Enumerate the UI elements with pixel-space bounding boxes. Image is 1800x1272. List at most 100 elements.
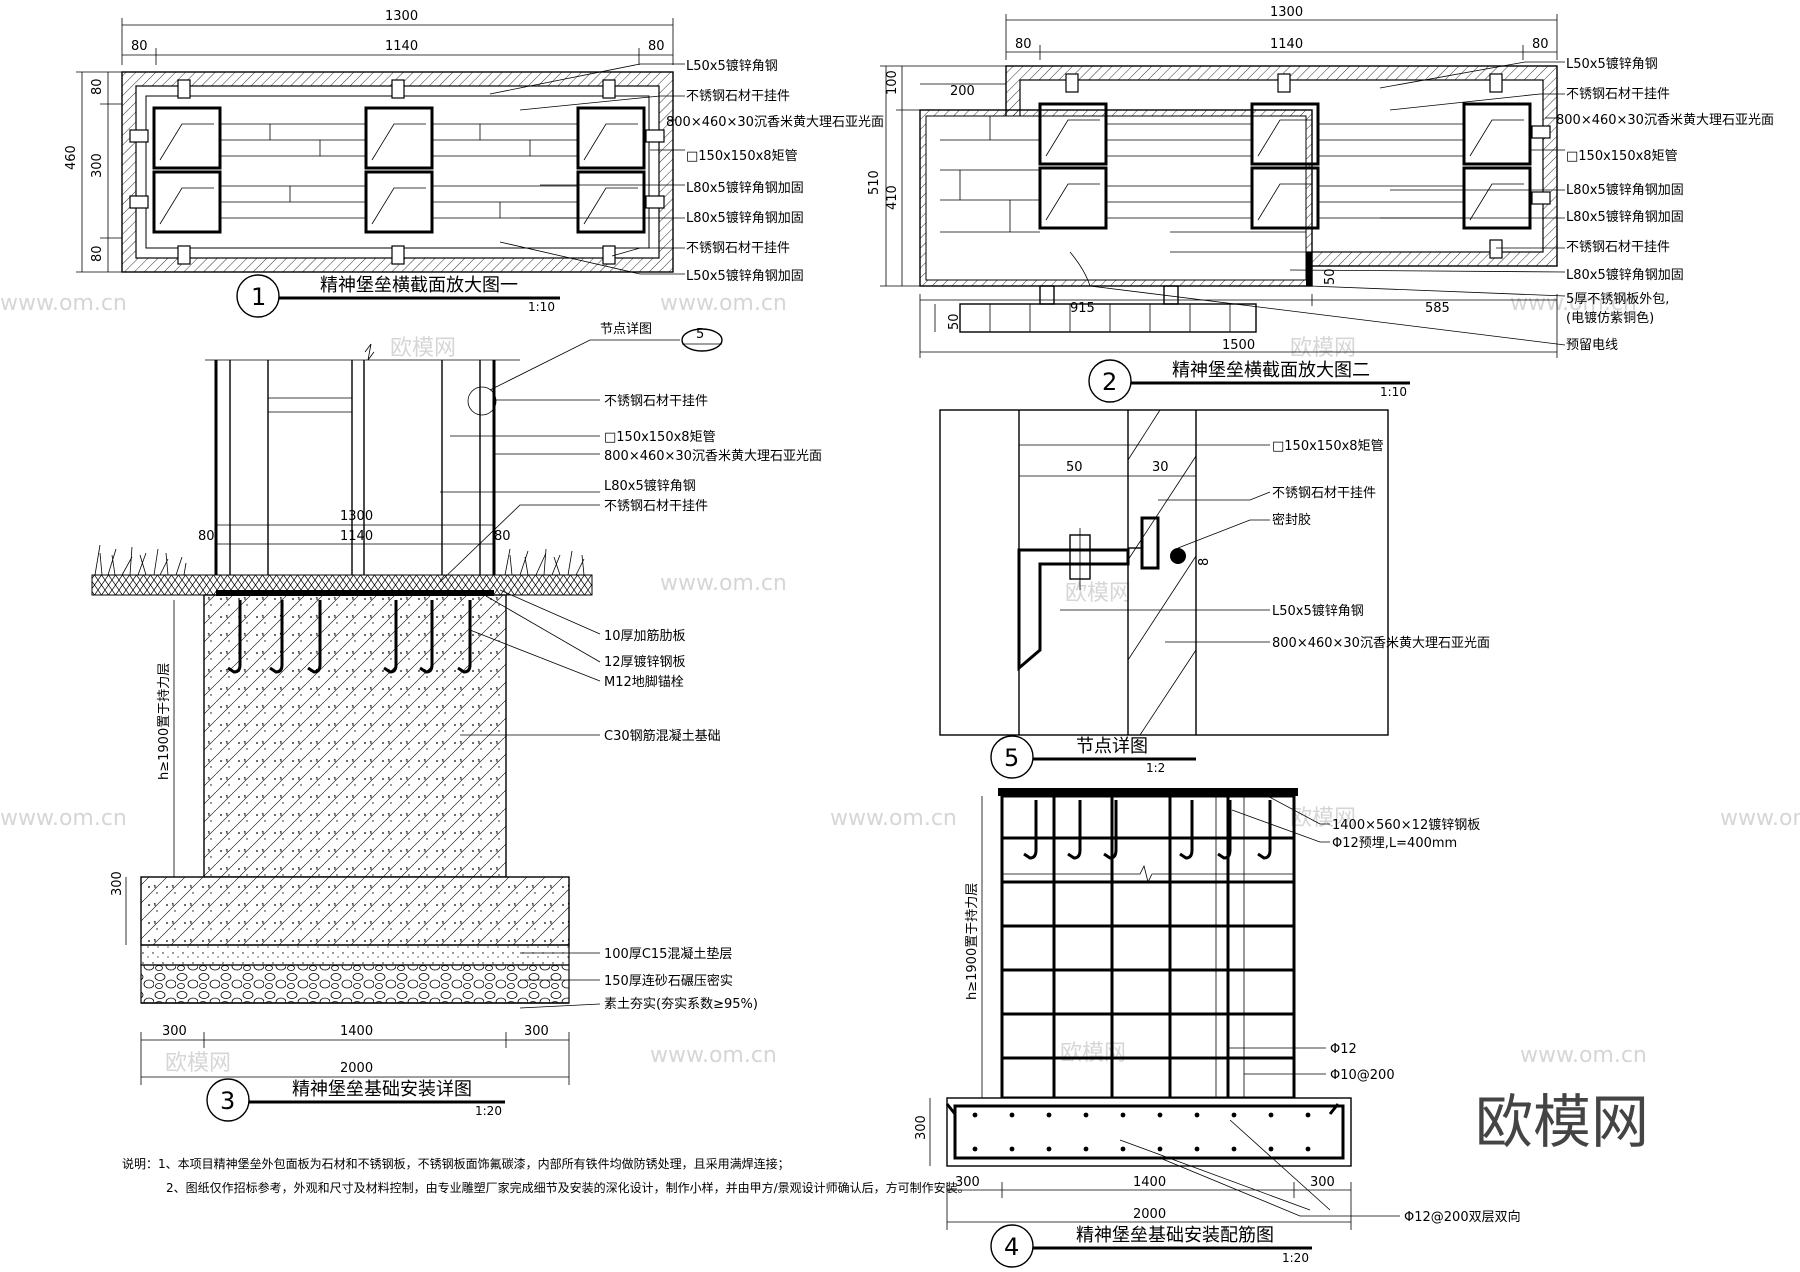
watermark-brand-large: 欧模网 <box>1475 1088 1649 1156</box>
callout-label: 800×460×30沉香米黄大理石亚光面 <box>666 115 884 130</box>
callout-label: 不锈钢石材干挂件 <box>1272 486 1376 501</box>
detail-ref-label: 节点详图 <box>600 322 652 337</box>
drawing-4-rebar-layout: h≥1900置于持力层 300 300 1400 300 2000 1400×5… <box>914 788 1521 1268</box>
dim-right-300: 300 <box>524 1024 549 1039</box>
detail-ref-number: 5 <box>696 327 704 342</box>
watermark-site: www.om.cn <box>650 1043 777 1068</box>
dim-total-1500: 1500 <box>1222 338 1255 353</box>
dim-margin-left: 80 <box>198 529 215 544</box>
watermark-brand: 欧模网 <box>1290 806 1356 831</box>
drawing-number: 5 <box>1004 744 1019 772</box>
watermark-layer: www.om.cn www.om.cn www.om.cn www.om.cn … <box>0 106 1800 1156</box>
drawing-scale: 1:20 <box>1282 1251 1309 1265</box>
dim-middle-1400: 1400 <box>340 1024 373 1039</box>
drawing-title: 精神堡垒基础安装配筋图 <box>1076 1225 1274 1246</box>
callout-label: M12地脚锚栓 <box>604 674 684 690</box>
dim-inner-width: 1140 <box>1270 37 1303 52</box>
watermark-brand: 欧模网 <box>1065 581 1131 606</box>
callout-label: □150x150x8矩管 <box>686 149 798 164</box>
callout-label: 150厚连砂石碾压密实 <box>604 973 733 989</box>
dim-offset-200: 200 <box>950 84 975 99</box>
drawing-title: 精神堡垒基础安装详图 <box>292 1079 472 1100</box>
callout-label: L50x5镀锌角钢加固 <box>686 268 804 284</box>
callout-label: 不锈钢石材干挂件 <box>604 394 708 409</box>
callout-label: (电镀仿紫铜色) <box>1566 310 1654 326</box>
drawing-title: 精神堡垒横截面放大图二 <box>1172 360 1370 381</box>
dim-total-2000: 2000 <box>1133 1207 1166 1222</box>
watermark-brand: 欧模网 <box>1290 336 1356 361</box>
callout-label: C30钢筋混凝土基础 <box>604 728 721 744</box>
callout-label: Φ10@200 <box>1330 1068 1395 1083</box>
callout-label: L80x5镀锌角钢 <box>604 478 696 494</box>
dim-margin-left: 80 <box>1015 37 1032 52</box>
dim-height-total: 460 <box>64 145 79 170</box>
dim-margin-left: 80 <box>131 39 148 54</box>
drawing-5-node-detail: 50 30 8 □150x150x8矩管 不锈钢石材干挂件 密封胶 L50x5镀… <box>939 409 1490 779</box>
drawing-number: 1 <box>251 283 266 311</box>
dim-margin-right: 80 <box>1532 37 1549 52</box>
callout-label: L80x5镀锌角钢加固 <box>1566 209 1684 225</box>
dim-middle: 300 <box>90 153 105 178</box>
dim-inner-width: 1140 <box>340 529 373 544</box>
watermark-site: www.om.cn <box>660 291 787 316</box>
dim-top-offset: 100 <box>885 70 900 95</box>
dim-left-part: 915 <box>1070 301 1095 316</box>
drawing-scale: 1:10 <box>528 300 555 314</box>
callout-label: 5厚不锈钢板外包, <box>1566 292 1669 307</box>
callout-label: 素土夯实(夯实系数≥95%) <box>604 997 758 1012</box>
dim-inner-width: 1140 <box>385 39 418 54</box>
callout-label: 1400×560×12镀锌钢板 <box>1332 817 1480 833</box>
dim-height: h≥1900置于持力层 <box>157 663 172 780</box>
callout-label: □150x150x8矩管 <box>1272 439 1384 454</box>
dim-footing: 300 <box>110 871 125 896</box>
dim-left-300: 300 <box>955 1175 980 1190</box>
callout-label: 12厚镀锌钢板 <box>604 654 686 670</box>
dim-8: 8 <box>1197 558 1212 566</box>
dim-top-band: 80 <box>90 78 105 95</box>
drawing-title: 精神堡垒横截面放大图一 <box>320 275 518 296</box>
general-notes: 说明：1、本项目精神堡垒外包面板为石材和不锈钢板，不锈钢板面饰氟碳漆，内部所有铁… <box>122 1156 970 1195</box>
dim-margin-right: 80 <box>494 529 511 544</box>
note-line-2: 2、图纸仅作招标参考，外观和尺寸及材料控制，由专业雕塑厂家完成细节及安装的深化设… <box>166 1180 970 1195</box>
footing-rebar <box>946 1097 1352 1167</box>
watermark-site: www.om.cn <box>830 806 957 831</box>
dim-footing: 300 <box>914 1115 929 1140</box>
callout-label: □150x150x8矩管 <box>1566 149 1678 164</box>
watermark-site: www.om.cn <box>1720 806 1800 831</box>
watermark-brand: 欧模网 <box>1060 1041 1126 1066</box>
callout-label: Φ12@200双层双向 <box>1404 1209 1521 1225</box>
dim-middle-1400: 1400 <box>1133 1175 1166 1190</box>
gravel-layer <box>140 964 570 1004</box>
drawing-scale: 1:2 <box>1146 761 1165 775</box>
concrete-footing <box>140 876 570 946</box>
watermark-site: www.om.cn <box>0 806 127 831</box>
callout-label: Φ12 <box>1330 1042 1357 1057</box>
grass-symbol <box>94 544 585 576</box>
callout-label: 800×460×30沉香米黄大理石亚光面 <box>1272 636 1490 651</box>
callout-label: 不锈钢石材干挂件 <box>604 499 708 514</box>
dim-right-300: 300 <box>1310 1175 1335 1190</box>
callout-label: L50x5镀锌角钢 <box>1272 603 1364 619</box>
callout-label: 不锈钢石材干挂件 <box>686 241 790 256</box>
callout-label: 不锈钢石材干挂件 <box>1566 240 1670 255</box>
watermark-site: www.om.cn <box>0 291 127 316</box>
watermark-site: www.om.cn <box>660 571 787 596</box>
dim-height: h≥1900置于持力层 <box>965 883 980 1000</box>
dim-body-height: 410 <box>885 185 900 210</box>
callout-label: 预留电线 <box>1566 338 1618 353</box>
callout-label: 800×460×30沉香米黄大理石亚光面 <box>1556 113 1774 128</box>
pedestal-rebar-cage <box>1000 794 1296 1100</box>
dim-plate-50: 50 <box>1323 268 1338 285</box>
dim-margin-right: 80 <box>648 39 665 54</box>
callout-label: 100厚C15混凝土垫层 <box>604 946 732 962</box>
drawing-title: 节点详图 <box>1076 736 1148 757</box>
callout-label: 密封胶 <box>1272 512 1311 528</box>
callout-label: L80x5镀锌角钢加固 <box>1566 267 1684 283</box>
drawing-scale: 1:20 <box>475 1104 502 1118</box>
callout-label: Φ12预埋,L=400mm <box>1332 836 1457 851</box>
drawing-number: 4 <box>1004 1233 1019 1261</box>
drawing-3-foundation-detail: 1300 80 1140 80 h≥1900置于持力层 300 <box>91 322 822 1122</box>
callout-label: L50x5镀锌角钢 <box>686 58 778 74</box>
watermark-site: www.om.cn <box>1510 291 1637 316</box>
